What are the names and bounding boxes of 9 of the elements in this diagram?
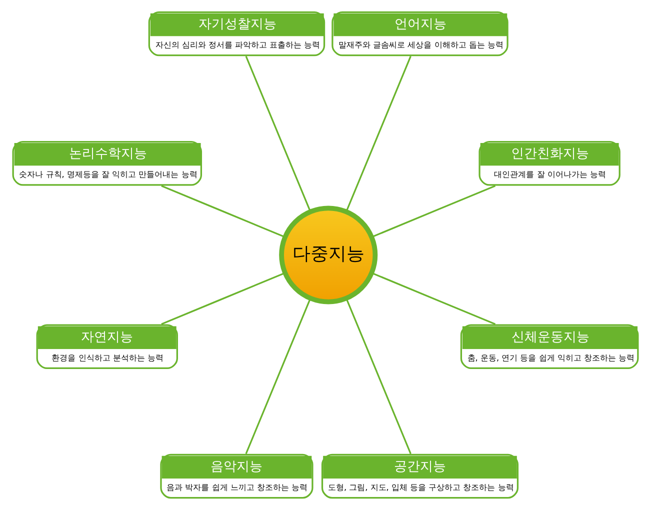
connector <box>160 185 285 238</box>
connector <box>370 272 496 325</box>
connector <box>370 185 496 238</box>
connector <box>345 298 411 454</box>
connector <box>345 56 411 212</box>
connector <box>160 272 285 325</box>
connector <box>244 298 311 454</box>
node-circle: 다중지능 <box>278 206 378 304</box>
connector <box>244 56 311 212</box>
